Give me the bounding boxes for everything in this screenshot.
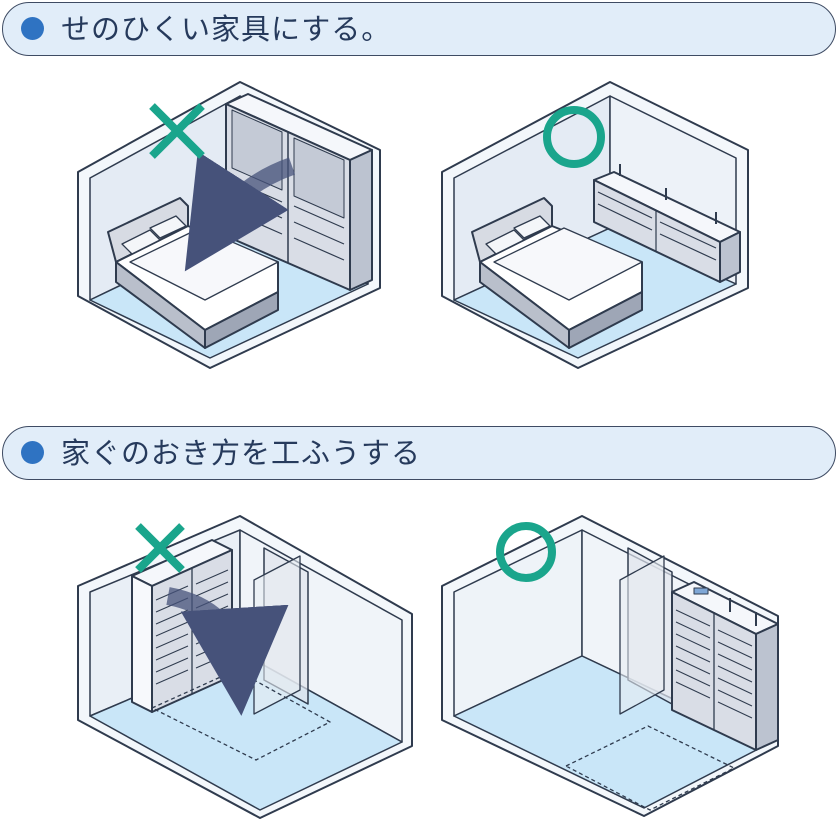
door (619, 547, 673, 715)
bullet-dot-icon (21, 17, 44, 40)
circle-mark-icon (496, 522, 556, 582)
room-safe-placement-good (441, 515, 779, 817)
room-blocking-door-bad (77, 515, 413, 819)
section-1-banner: せのひくい家具にする。 (2, 2, 836, 56)
room-low-furniture-good (441, 81, 749, 369)
bed (471, 197, 643, 349)
room-tall-furniture-bad (77, 81, 381, 369)
circle-mark-icon (543, 106, 605, 168)
bullet-dot-icon (21, 441, 44, 464)
section-1-heading: せのひくい家具にする。 (61, 12, 392, 46)
cross-mark-icon (149, 103, 205, 159)
section-2-heading: 家ぐのおき方を工ふうする (61, 436, 422, 470)
tall-wardrobe (671, 581, 779, 751)
section-2-banner: 家ぐのおき方を工ふうする (2, 426, 836, 480)
low-dresser (593, 164, 741, 283)
cross-mark-icon (135, 523, 185, 573)
